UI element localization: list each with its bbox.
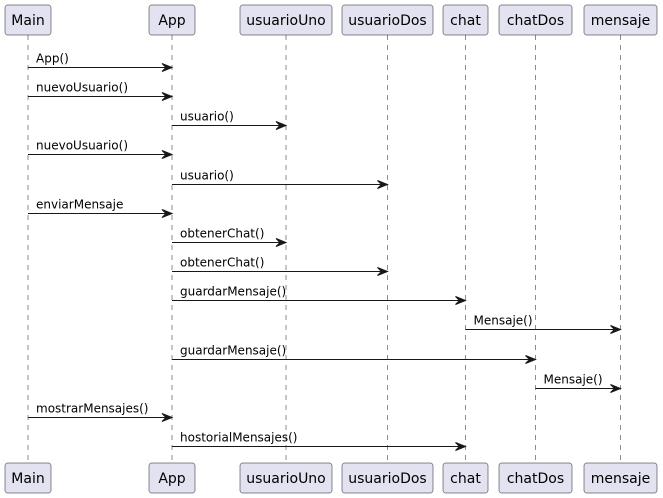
participant-box bbox=[4, 462, 52, 494]
arrowhead bbox=[161, 413, 174, 422]
arrowhead bbox=[275, 238, 288, 247]
arrowhead bbox=[610, 384, 622, 393]
arrowhead bbox=[275, 121, 288, 130]
message-label: hostorialMensajes() bbox=[180, 431, 297, 445]
message-3: nuevoUsuario() bbox=[28, 139, 174, 159]
message-0: App() bbox=[28, 52, 174, 72]
participant-label: chatDos bbox=[507, 13, 564, 29]
arrowhead bbox=[525, 355, 537, 364]
participant-label: usuarioDos bbox=[348, 471, 426, 487]
message-label: nuevoUsuario() bbox=[36, 81, 128, 95]
message-6: obtenerChat() bbox=[172, 227, 288, 247]
participant-bottom-usuarioUno: usuarioUno bbox=[239, 462, 333, 494]
message-label: nuevoUsuario() bbox=[36, 139, 128, 153]
arrowhead bbox=[161, 63, 174, 72]
arrowhead bbox=[610, 325, 622, 334]
message-label: usuario() bbox=[180, 110, 234, 124]
message-12: mostrarMensajes() bbox=[28, 402, 174, 422]
participant-label: App bbox=[158, 13, 185, 29]
arrowhead bbox=[455, 296, 467, 305]
message-1: nuevoUsuario() bbox=[28, 81, 174, 101]
participant-box bbox=[341, 462, 434, 494]
participant-bottom-chat: chat bbox=[442, 462, 489, 494]
participant-label: usuarioUno bbox=[246, 471, 326, 487]
participant-top-app: App bbox=[148, 4, 196, 36]
message-13: hostorialMensajes() bbox=[172, 431, 467, 451]
arrowhead bbox=[161, 150, 174, 159]
message-2: usuario() bbox=[172, 110, 288, 130]
participant-label: Main bbox=[11, 471, 44, 487]
message-7: obtenerChat() bbox=[172, 256, 389, 276]
participant-label: chatDos bbox=[507, 471, 564, 487]
participant-box bbox=[341, 4, 434, 36]
arrowhead bbox=[161, 92, 174, 101]
message-label: guardarMensaje() bbox=[180, 344, 286, 358]
message-label: Mensaje() bbox=[544, 373, 603, 387]
message-10: guardarMensaje() bbox=[172, 344, 537, 364]
participant-label: mensaje bbox=[591, 13, 651, 29]
participant-box bbox=[148, 4, 196, 36]
participant-box bbox=[498, 462, 573, 494]
participant-bottom-mensaje: mensaje bbox=[583, 462, 658, 494]
message-label: mostrarMensajes() bbox=[36, 402, 149, 416]
arrowhead bbox=[377, 267, 389, 276]
participant-label: chat bbox=[450, 471, 481, 487]
message-label: obtenerChat() bbox=[180, 256, 264, 270]
participant-label: mensaje bbox=[591, 471, 651, 487]
participant-label: usuarioUno bbox=[246, 13, 326, 29]
message-label: App() bbox=[36, 52, 69, 66]
participant-label: Main bbox=[11, 13, 44, 29]
message-5: enviarMensaje bbox=[28, 198, 174, 218]
participant-bottom-main: Main bbox=[4, 462, 52, 494]
participant-top-usuarioDos: usuarioDos bbox=[341, 4, 434, 36]
participant-box bbox=[4, 4, 52, 36]
participant-bottom-chatDos: chatDos bbox=[498, 462, 573, 494]
participant-top-usuarioUno: usuarioUno bbox=[239, 4, 333, 36]
message-label: guardarMensaje() bbox=[180, 285, 286, 299]
participant-top-chatDos: chatDos bbox=[498, 4, 573, 36]
message-label: enviarMensaje bbox=[36, 198, 123, 212]
arrowhead bbox=[455, 442, 467, 451]
participant-bottom-app: App bbox=[148, 462, 196, 494]
message-label: obtenerChat() bbox=[180, 227, 264, 241]
participant-box bbox=[239, 462, 333, 494]
participant-top-mensaje: mensaje bbox=[583, 4, 658, 36]
message-8: guardarMensaje() bbox=[172, 285, 467, 305]
participant-label: App bbox=[158, 471, 185, 487]
participant-box bbox=[239, 4, 333, 36]
participant-bottom-usuarioDos: usuarioDos bbox=[341, 462, 434, 494]
participant-box bbox=[583, 462, 658, 494]
participant-box bbox=[498, 4, 573, 36]
message-11: Mensaje() bbox=[535, 373, 622, 393]
message-4: usuario() bbox=[172, 169, 389, 189]
participant-label: usuarioDos bbox=[348, 13, 426, 29]
participant-box bbox=[442, 4, 489, 36]
message-label: Mensaje() bbox=[474, 314, 533, 328]
arrowhead bbox=[161, 209, 174, 218]
arrowhead bbox=[377, 180, 389, 189]
participant-box bbox=[583, 4, 658, 36]
participant-label: chat bbox=[450, 13, 481, 29]
participant-box bbox=[442, 462, 489, 494]
participant-top-main: Main bbox=[4, 4, 52, 36]
message-label: usuario() bbox=[180, 169, 234, 183]
participant-top-chat: chat bbox=[442, 4, 489, 36]
participant-box bbox=[148, 462, 196, 494]
message-9: Mensaje() bbox=[465, 314, 622, 334]
